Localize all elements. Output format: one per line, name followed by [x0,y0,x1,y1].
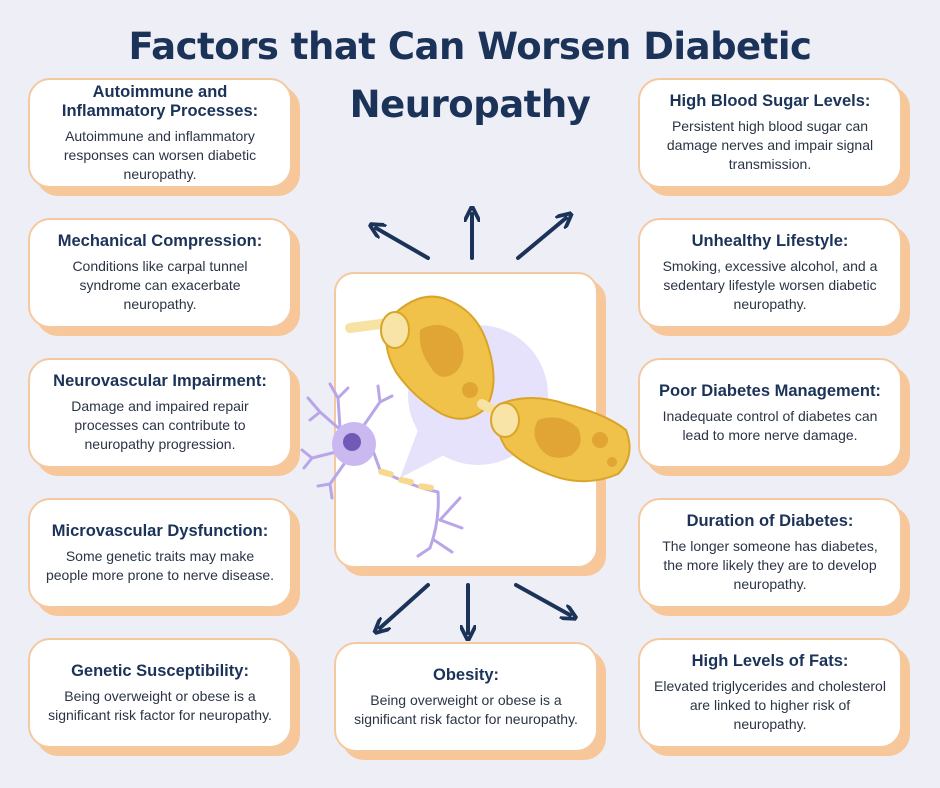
card-duration-of-diabetes: Duration of Diabetes: The longer someone… [638,498,902,608]
card-text: Being overweight or obese is a significa… [354,691,578,727]
card-neurovascular-impairment: Neurovascular Impairment: Damage and imp… [28,358,292,468]
card-unhealthy-lifestyle: Unhealthy Lifestyle: Smoking, excessive … [638,218,902,328]
card-obesity: Obesity: Being overweight or obese is a … [334,642,598,752]
neuron-body [332,422,376,466]
card-text: Inadequate control of diabetes can lead … [662,407,878,443]
arrow-icon [380,583,430,628]
card-heading: Duration of Diabetes: [686,512,854,530]
card-heading: Neurovascular Impairment: [53,372,267,390]
card-heading: Mechanical Compression: [57,232,263,250]
card-text: Conditions like carpal tunnel syndrome c… [72,258,248,312]
card-text: Autoimmune and inflammatory responses ca… [63,127,257,182]
arrow-icon [514,583,570,615]
card-heading: High Blood Sugar Levels: [669,92,871,110]
card-heading: High Levels of Fats: [691,652,849,670]
arrow-icon [376,228,430,260]
card-autoimmune: Autoimmune and Inflammatory Processes: A… [28,78,292,188]
card-poor-diabetes-management: Poor Diabetes Management: Inadequate con… [638,358,902,468]
card-heading: Obesity: [432,665,500,684]
arrow-icon [516,218,566,260]
card-genetic-susceptibility: Genetic Susceptibility: Being overweight… [28,638,292,748]
card-heading: Genetic Susceptibility: [71,661,249,680]
card-heading: Microvascular Dysfunction: [51,521,269,540]
card-high-levels-of-fats: High Levels of Fats: Elevated triglyceri… [638,638,902,748]
page-title: Factors that Can Worsen Diabetic Neuropa… [128,25,812,126]
card-microvascular-dysfunction: Microvascular Dysfunction: Some genetic … [28,498,292,608]
card-text: Some genetic traits may make people more… [45,547,275,583]
card-text: Persistent high blood sugar can damage n… [666,118,874,172]
card-text: Being overweight or obese is a significa… [48,687,272,723]
card-high-blood-sugar: High Blood Sugar Levels: Persistent high… [638,78,902,188]
card-text: The longer someone has diabetes, the mor… [662,538,878,592]
card-text: Damage and impaired repair processes can… [71,398,249,452]
card-heading: Autoimmune and Inflammatory Processes: [61,82,259,120]
card-text: Smoking, excessive alcohol, and a sedent… [662,258,878,312]
card-heading: Unhealthy Lifestyle: [691,232,849,250]
card-heading: Poor Diabetes Management: [659,381,881,400]
myelin-segments [378,468,434,491]
card-mechanical-compression: Mechanical Compression: Conditions like … [28,218,292,328]
nerve-fiber-illustration [345,295,631,483]
card-text: Elevated triglycerides and cholesterol a… [654,678,886,732]
